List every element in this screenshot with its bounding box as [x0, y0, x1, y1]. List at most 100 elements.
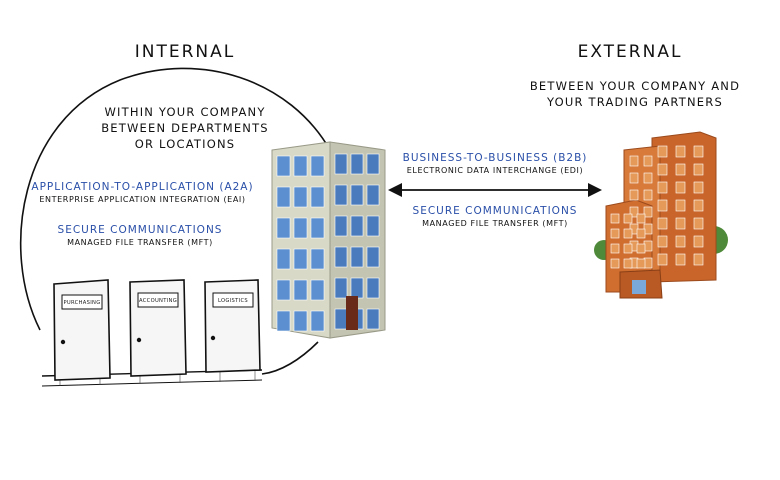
window-icon — [623, 243, 633, 254]
window-icon — [350, 153, 364, 175]
window-icon — [657, 181, 668, 194]
internal-circle-lower — [261, 341, 319, 375]
window-icon — [675, 145, 686, 158]
window-icon — [629, 189, 639, 201]
internal-desc-line-2: BETWEEN DEPARTMENTS — [101, 121, 269, 135]
window-icon — [276, 217, 291, 239]
window-icon — [276, 310, 291, 332]
door-label-accounting: ACCOUNTING — [139, 298, 177, 304]
window-icon — [657, 253, 668, 266]
window-icon — [675, 217, 686, 230]
office-building-icon — [271, 141, 386, 339]
window-icon — [334, 277, 348, 299]
window-icon — [629, 172, 639, 184]
external-title: EXTERNAL — [577, 42, 683, 62]
door-purchasing — [53, 279, 111, 381]
window-icon — [366, 308, 380, 330]
window-icon — [310, 217, 325, 239]
internal-title: INTERNAL — [134, 42, 236, 62]
door-accounting — [129, 279, 187, 377]
external-description: BETWEEN YOUR COMPANY AND YOUR TRADING PA… — [505, 78, 765, 110]
window-icon — [366, 246, 380, 268]
door-logistics — [204, 279, 261, 373]
window-icon — [334, 153, 348, 175]
window-icon — [610, 213, 620, 224]
window-icon — [350, 277, 364, 299]
window-icon — [310, 186, 325, 208]
partner-buildings-icon — [594, 131, 728, 299]
door-label-logistics: LOGISTICS — [218, 298, 248, 304]
window-icon — [675, 235, 686, 248]
window-icon — [693, 217, 704, 230]
window-icon — [276, 248, 291, 270]
internal-secure-detail: MANAGED FILE TRANSFER (MFT) — [67, 238, 213, 247]
b2b-label: BUSINESS-TO-BUSINESS (B2B) — [402, 152, 588, 164]
window-icon — [643, 206, 653, 218]
external-desc-line-1: BETWEEN YOUR COMPANY AND — [529, 79, 741, 93]
internal-description: WITHIN YOUR COMPANY BETWEEN DEPARTMENTS … — [75, 104, 295, 152]
b2b-detail: ELECTRONIC DATA INTERCHANGE (EDI) — [406, 166, 584, 175]
window-icon — [366, 184, 380, 206]
window-icon — [675, 199, 686, 212]
window-icon — [657, 145, 668, 158]
external-secure-detail: MANAGED FILE TRANSFER (MFT) — [422, 219, 568, 228]
window-icon — [675, 163, 686, 176]
window-icon — [643, 172, 653, 184]
window-icon — [693, 199, 704, 212]
window-icon — [629, 155, 639, 167]
window-icon — [366, 277, 380, 299]
window-icon — [366, 153, 380, 175]
internal-secure-label: SECURE COMMUNICATIONS — [57, 224, 223, 236]
window-icon — [636, 228, 646, 239]
window-icon — [657, 235, 668, 248]
window-icon — [693, 181, 704, 194]
window-icon — [293, 186, 308, 208]
window-icon — [293, 217, 308, 239]
window-icon — [334, 184, 348, 206]
window-icon — [350, 246, 364, 268]
window-icon — [310, 248, 325, 270]
window-icon — [334, 308, 348, 330]
window-icon — [693, 235, 704, 248]
window-icon — [610, 243, 620, 254]
window-icon — [643, 189, 653, 201]
window-icon — [675, 181, 686, 194]
window-icon — [636, 213, 646, 224]
window-icon — [636, 243, 646, 254]
window-icon — [276, 186, 291, 208]
a2a-detail: ENTERPRISE APPLICATION INTEGRATION (EAI) — [39, 195, 246, 204]
window-icon — [623, 258, 633, 269]
window-icon — [310, 279, 325, 301]
window-icon — [350, 215, 364, 237]
internal-desc-line-3: OR LOCATIONS — [134, 137, 236, 151]
window-icon — [623, 213, 633, 224]
window-icon — [293, 310, 308, 332]
window-icon — [629, 206, 639, 218]
window-icon — [643, 155, 653, 167]
window-icon — [675, 253, 686, 266]
window-icon — [310, 155, 325, 177]
window-icon — [334, 246, 348, 268]
external-secure-label: SECURE COMMUNICATIONS — [412, 205, 578, 217]
window-icon — [310, 310, 325, 332]
window-icon — [693, 145, 704, 158]
a2a-label: APPLICATION-TO-APPLICATION (A2A) — [31, 181, 254, 193]
window-icon — [657, 217, 668, 230]
window-icon — [657, 163, 668, 176]
window-icon — [693, 253, 704, 266]
window-icon — [366, 215, 380, 237]
external-desc-line-2: YOUR TRADING PARTNERS — [547, 95, 723, 109]
window-icon — [293, 248, 308, 270]
window-icon — [350, 184, 364, 206]
internal-desc-line-1: WITHIN YOUR COMPANY — [104, 105, 266, 119]
window-icon — [610, 258, 620, 269]
window-icon — [293, 279, 308, 301]
window-icon — [293, 155, 308, 177]
window-icon — [276, 155, 291, 177]
window-icon — [334, 215, 348, 237]
window-icon — [276, 279, 291, 301]
door-label-purchasing: PURCHASING — [63, 300, 100, 306]
window-icon — [623, 228, 633, 239]
window-icon — [657, 199, 668, 212]
